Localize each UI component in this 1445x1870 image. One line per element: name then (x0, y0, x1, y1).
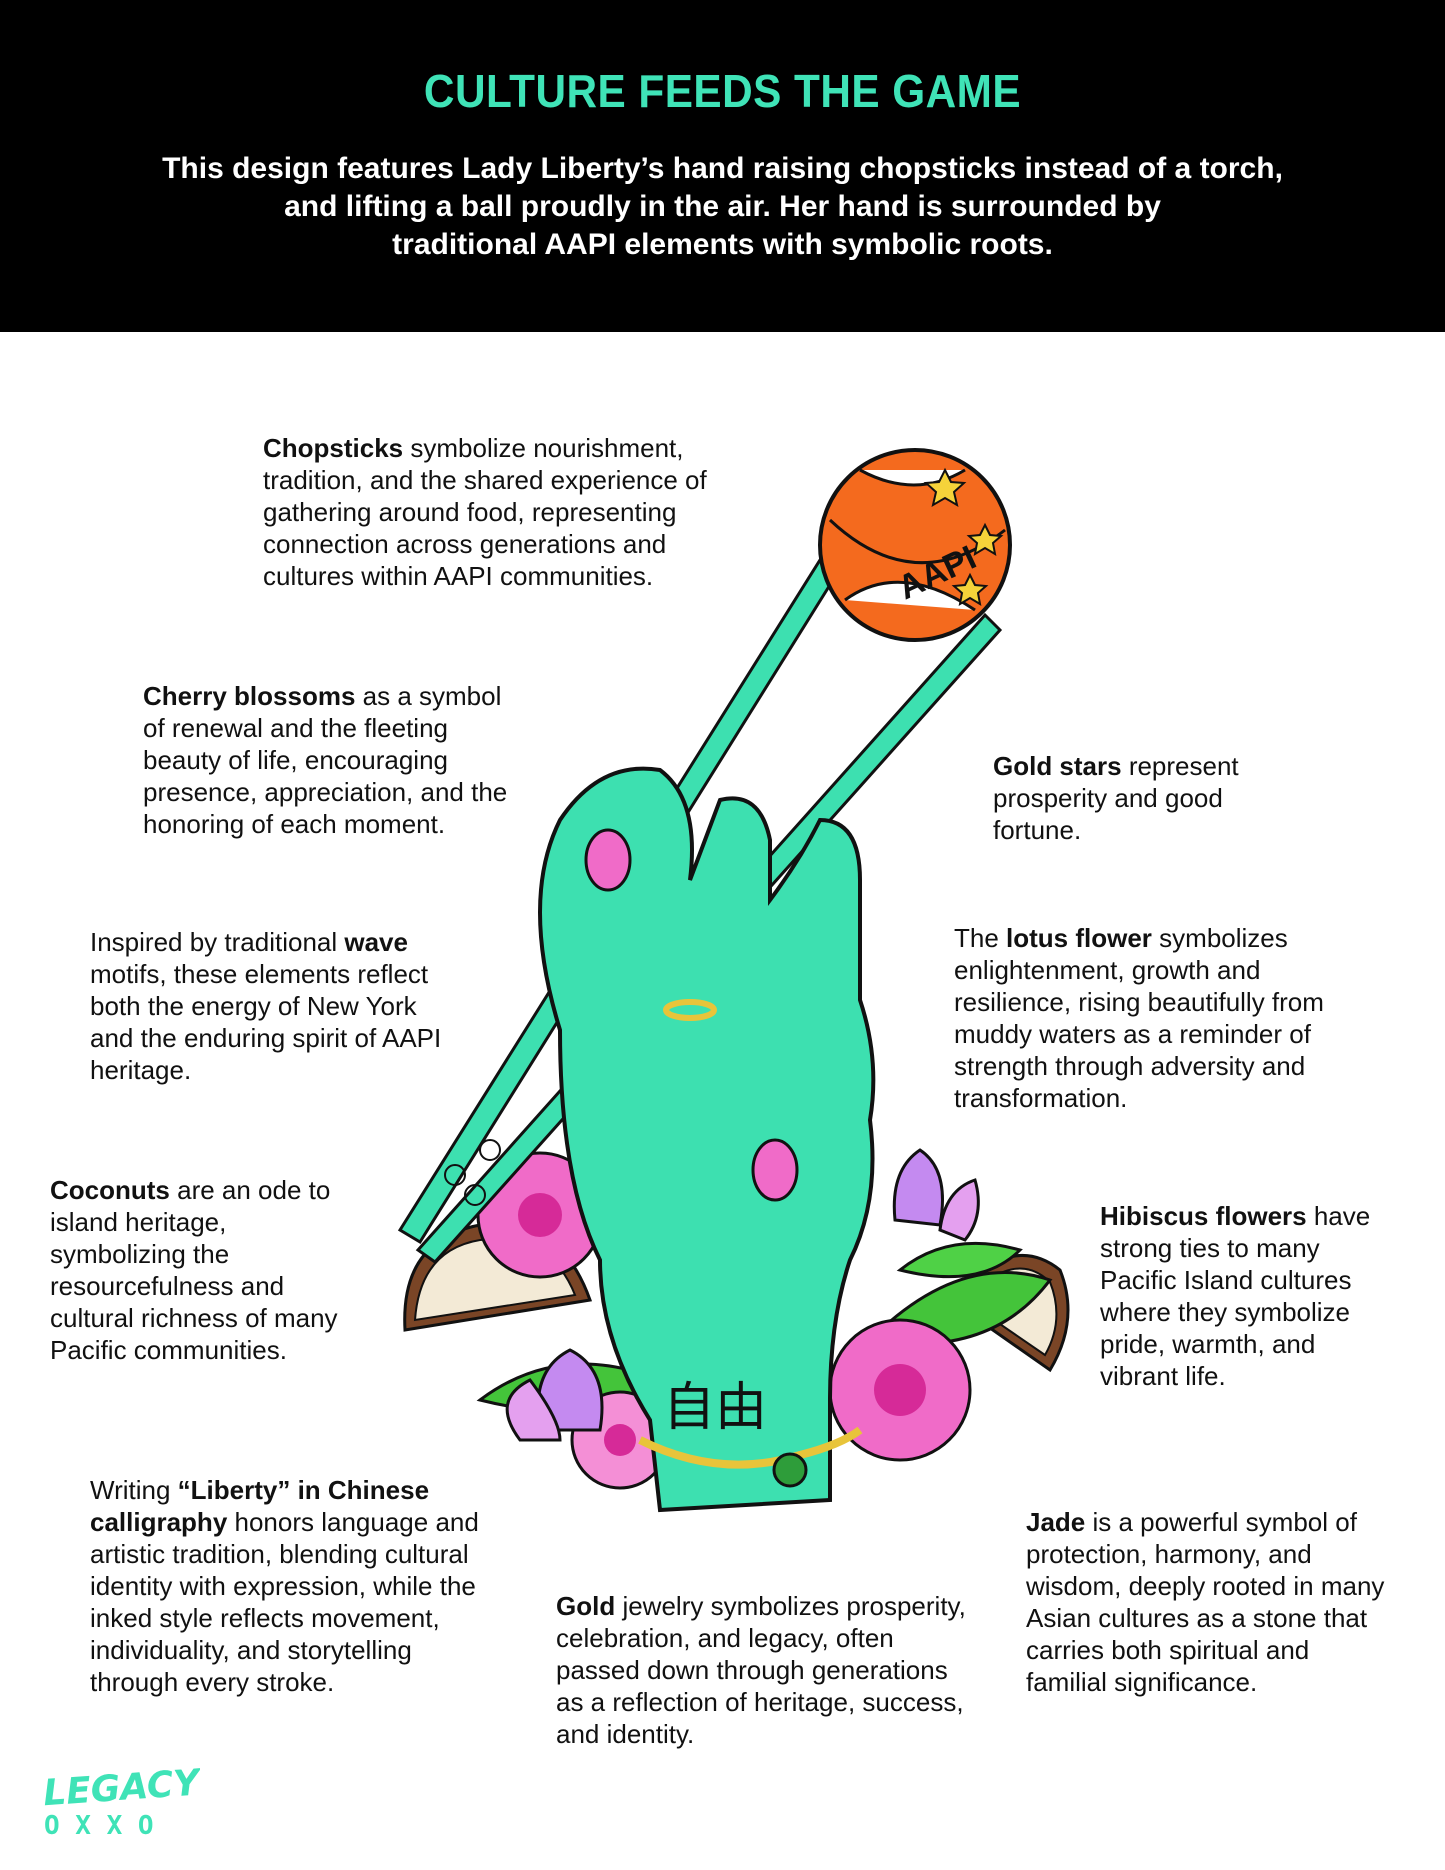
basketball: AAPI (818, 448, 1012, 642)
note-gold: Gold jewelry symbolizes prosperity, cele… (556, 1591, 966, 1749)
subtitle-line: and lifting a ball proudly in the air. H… (284, 190, 1161, 223)
header-banner: CULTURE FEEDS THE GAME This design featu… (0, 0, 1445, 332)
gold-star-icon (923, 467, 967, 508)
note-hibiscus: Hibiscus flowers have strong ties to man… (1100, 1201, 1371, 1391)
logo-word: LEGACY (42, 1762, 200, 1814)
jade-bead (772, 1452, 808, 1488)
subtitle-line: This design features Lady Liberty’s hand… (162, 152, 1283, 185)
note-cherry-blossoms: Cherry blossoms as a symbol of renewal a… (143, 681, 508, 839)
leaf-small (896, 1241, 1023, 1279)
page-subtitle: This design features Lady Liberty’s hand… (160, 150, 1285, 264)
hibiscus-left (476, 1151, 604, 1279)
lotus-right (892, 1148, 980, 1242)
lotus-left (505, 1348, 604, 1442)
hand (538, 766, 876, 1513)
gold-star-icon (966, 522, 1004, 556)
note-lotus: The lotus flower symbolizes enlightenmen… (954, 923, 1324, 1113)
calligraphy-tattoo: 自由 (663, 1378, 767, 1438)
note-chopsticks: Chopsticks symbolize nourishment, tradit… (263, 433, 707, 591)
nail (751, 1138, 799, 1202)
subtitle-line: traditional AAPI elements with symbolic … (392, 228, 1053, 261)
note-jade: Jade is a powerful symbol of protection,… (1026, 1507, 1385, 1697)
note-gold-stars: Gold stars represent prosperity and good… (993, 751, 1239, 845)
page-title: CULTURE FEEDS THE GAME (423, 65, 1022, 117)
hibiscus-center (828, 1318, 972, 1462)
gold-star-icon (951, 572, 989, 606)
legacy-logo: LEGACY O X X O (42, 1762, 200, 1840)
note-wave: Inspired by traditional wave motifs, the… (90, 927, 442, 1085)
note-coconuts: Coconuts are an ode to island heritage, … (50, 1175, 338, 1365)
hand-illustration: 自由 AAPI (397, 448, 1070, 1513)
gold-ring (663, 999, 717, 1021)
logo-marks: O X X O (44, 1811, 154, 1840)
note-calligraphy: Writing “Liberty” in Chinese calligraphy… (90, 1475, 479, 1697)
nail (584, 828, 632, 892)
